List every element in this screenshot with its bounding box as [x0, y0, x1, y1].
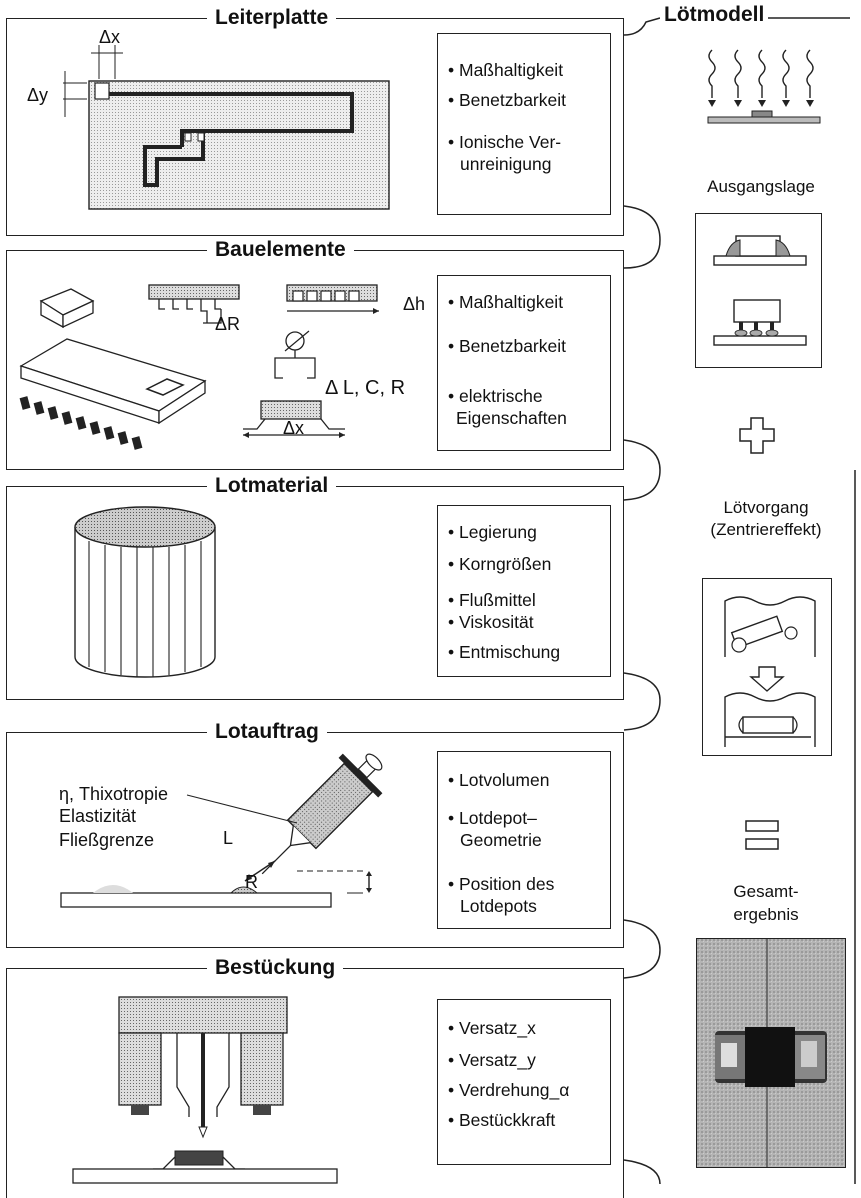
- zentriereffekt-label: (Zentriereffekt): [710, 520, 822, 539]
- panel-title: Bestückung: [207, 956, 344, 980]
- properties-box: • Maßhaltigkeit • Benetzbarkeit • elektr…: [437, 275, 611, 451]
- property-item: • Benetzbarkeit: [448, 336, 566, 356]
- property-item: Lotdepots: [460, 896, 537, 916]
- property-item: • Korngrößen: [448, 554, 552, 574]
- length-label: L: [223, 828, 234, 848]
- pcb-illustration: [63, 45, 390, 210]
- property-item: • Maßhaltigkeit: [448, 292, 564, 312]
- property-item: unreinigung: [460, 154, 552, 174]
- property-item: • Versatz_y: [448, 1050, 536, 1070]
- thixotropie-label: η, Thixotropie: [59, 784, 169, 804]
- soldering-process-box: [702, 578, 832, 756]
- properties-box: • Versatz_x • Versatz_y • Verdrehung_α •…: [437, 999, 611, 1165]
- panel-title: Lotmaterial: [207, 474, 337, 498]
- panel-bestueckung: Bestückung • Versatz_x • Versatz_y • Ver…: [6, 956, 624, 1198]
- dispenser-illustration: [60, 753, 383, 908]
- property-item: • Lotdepot–: [448, 808, 537, 828]
- properties-box: • Maßhaltigkeit • Benetzbarkeit • Ionisc…: [437, 33, 611, 215]
- properties-box: • Lotvolumen • Lotdepot– Geometrie • Pos…: [437, 751, 611, 929]
- centering-effect-illustration: [724, 596, 816, 747]
- side-title: Lötmodell: [660, 3, 769, 27]
- property-item: • elektrische: [448, 386, 543, 406]
- property-item: • Legierung: [448, 522, 537, 542]
- panel-lotmaterial: Lotmaterial • Legierung • Korngrößen • F…: [6, 474, 624, 700]
- equals-icon: [745, 820, 779, 850]
- delta-x-label: Δx: [283, 418, 305, 438]
- solder-paste-can-illustration: [74, 506, 216, 678]
- panel-title: Lotauftrag: [207, 720, 327, 744]
- properties-box: • Legierung • Korngrößen • Flußmittel • …: [437, 505, 611, 677]
- property-item: • Lotvolumen: [448, 770, 550, 790]
- property-item: • Verdrehung_α: [448, 1080, 570, 1100]
- panel-title: Leiterplatte: [207, 6, 337, 30]
- delta-lcr-label: Δ L, C, R: [325, 377, 406, 399]
- delta-h-label: Δh: [403, 294, 426, 314]
- delta-x-label: Δx: [99, 27, 121, 47]
- property-item: • Entmischung: [448, 642, 561, 662]
- delta-r-label: ΔR: [215, 314, 241, 334]
- plus-icon: [739, 417, 775, 454]
- property-item: • Benetzbarkeit: [448, 90, 566, 110]
- property-item: • Viskosität: [448, 612, 534, 632]
- panel-leiterplatte: Leiterplatte • Maßhaltigkeit • Benetzbar…: [6, 6, 624, 236]
- property-item: • Flußmittel: [448, 590, 536, 610]
- ausgangslage-label: Ausgangslage: [707, 177, 815, 196]
- initial-state-illustration: [713, 235, 807, 346]
- result-photo: [696, 938, 846, 1168]
- property-item: Eigenschaften: [456, 408, 567, 428]
- delta-y-label: Δy: [27, 85, 49, 105]
- panel-title: Bauelemente: [207, 238, 354, 262]
- reflow-heat-illustration: [707, 49, 821, 124]
- loetvorgang-label: Lötvorgang: [723, 498, 809, 517]
- fliessgrenze-label: Fließgrenze: [59, 830, 155, 850]
- initial-state-box: [695, 213, 822, 368]
- components-illustration: [19, 284, 379, 450]
- panel-bauelemente: Bauelemente • Maßhaltigkeit • Benetzbark…: [6, 238, 624, 470]
- property-item: • Bestückkraft: [448, 1110, 556, 1130]
- property-item: Geometrie: [460, 830, 542, 850]
- property-item: • Maßhaltigkeit: [448, 60, 564, 80]
- result-photo-image: [697, 939, 845, 1167]
- gesamt-label-2: ergebnis: [733, 905, 799, 924]
- pick-and-place-illustration: [72, 996, 338, 1184]
- panel-lotauftrag: Lotauftrag • Lotvolumen • Lotdepot– Geom…: [6, 720, 624, 948]
- gesamt-label-1: Gesamt-: [733, 882, 799, 901]
- radius-label: R: [245, 872, 258, 892]
- property-item: • Position des: [448, 874, 555, 894]
- property-item: • Versatz_x: [448, 1018, 536, 1038]
- elastizitaet-label: Elastizität: [59, 806, 137, 826]
- property-item: • Ionische Ver-: [448, 132, 562, 152]
